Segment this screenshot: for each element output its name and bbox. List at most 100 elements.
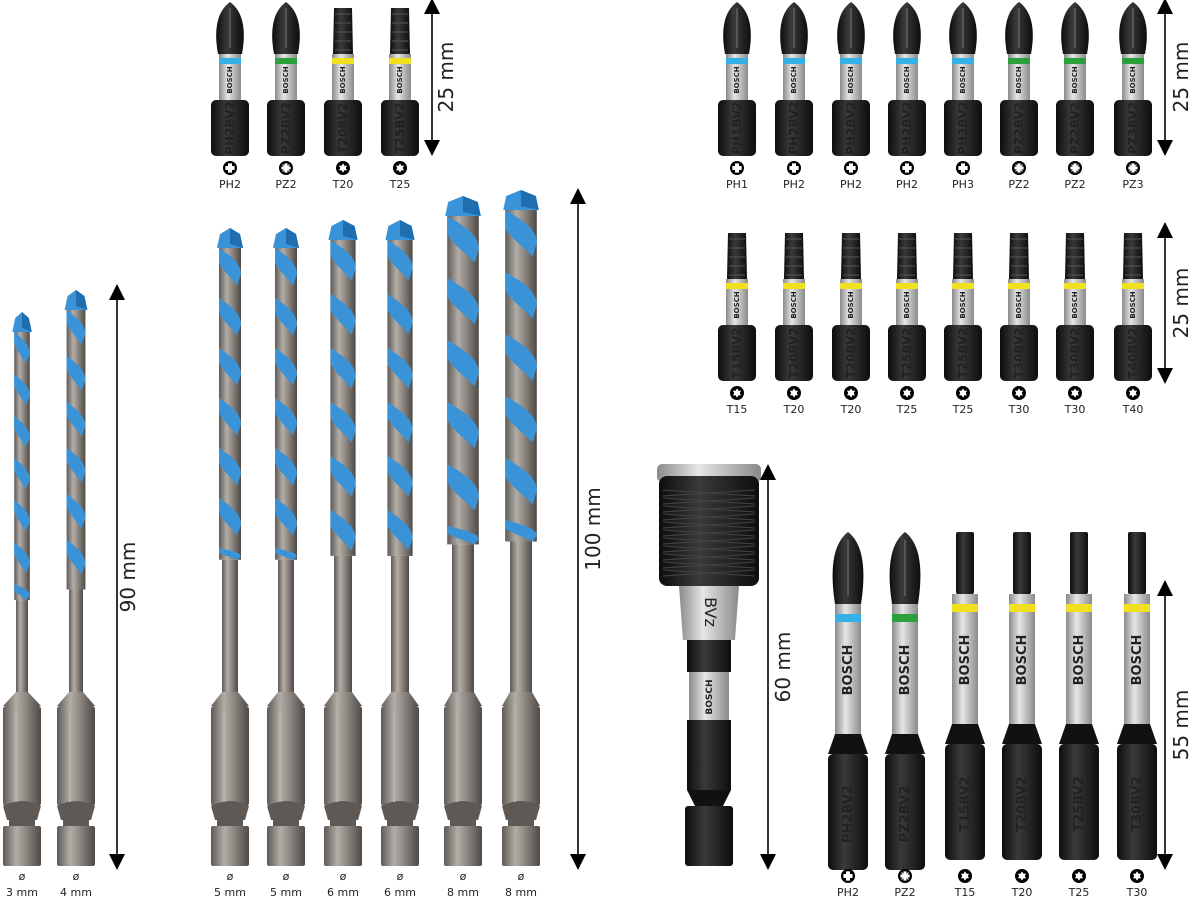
bit-brand-label: BOSCH (339, 66, 347, 93)
drill-bit-large-1 (267, 228, 305, 866)
drill-bit-small-1 (57, 290, 95, 866)
bit-code-engraving: PH2BV2 (841, 785, 856, 843)
torx-icon (1015, 869, 1029, 883)
bit-code-engraving: T20BV2 (336, 102, 350, 153)
bit-code-engraving: T15BV2 (958, 776, 973, 831)
drill-large-4-dia-symbol: ø (460, 870, 467, 883)
dim-100mm-label: 100 mm (581, 487, 605, 571)
bit-code-label: PH2 (837, 886, 859, 899)
bit-brand-label: BOSCH (1130, 635, 1145, 686)
torx-icon (900, 386, 914, 400)
drill-bit-large-5 (502, 190, 540, 866)
bit-brand-label: BOSCH (1071, 66, 1079, 93)
bit-brand-label: BOSCH (898, 645, 913, 696)
bit-brand-label: BOSCH (1072, 635, 1087, 686)
bit-code-label: PH3 (952, 178, 974, 191)
dim-90mm-label: 90 mm (116, 542, 140, 613)
dim-60mm-label: 60 mm (771, 632, 795, 703)
bit-code-engraving: PZ2BV2 (279, 102, 293, 154)
bit-brand-label: BOSCH (1015, 66, 1023, 93)
drill-small-0-dia-label: 3 mm (6, 886, 38, 899)
bit-code-label: T25 (389, 178, 411, 191)
bit-brand-label: BOSCH (226, 66, 234, 93)
drill-bit-large-3 (381, 220, 419, 866)
bit-code-label: PH2 (840, 178, 862, 191)
bit-brand-label: BOSCH (790, 66, 798, 93)
drill-large-0-dia-label: 5 mm (214, 886, 246, 899)
screwdriver-bits-group: BOSCHPH2BV2PH2BOSCHPZ2BV2PZ2BOSCHT20BV2T… (211, 2, 1157, 899)
bit-brand-label: BOSCH (733, 291, 741, 318)
pozidriv-icon (1126, 161, 1140, 175)
drill-large-4-dia-label: 8 mm (447, 886, 479, 899)
drill-small-1-dia-label: 4 mm (60, 886, 92, 899)
bit-code-engraving: PZ3BV2 (1126, 102, 1140, 154)
dim-90mm: 90 mm (109, 284, 140, 870)
bit-brand-label: BOSCH (903, 66, 911, 93)
bit-code-label: PZ2 (275, 178, 296, 191)
drill-small-1-dia-symbol: ø (73, 870, 80, 883)
bit-code-engraving: T25BV2 (393, 102, 407, 153)
bit-code-label: PZ3 (1122, 178, 1143, 191)
torx-icon (1068, 386, 1082, 400)
drill-large-2-dia-label: 6 mm (327, 886, 359, 899)
dim-25mm-torx: 25 mm (1157, 222, 1193, 384)
bit-code-label: T20 (840, 403, 862, 416)
dim-25mm-top-right: 25 mm (1157, 0, 1193, 156)
torx-icon (1126, 386, 1140, 400)
torx-icon (393, 161, 407, 175)
dim-100mm: 100 mm (570, 188, 605, 870)
bit-code-engraving: T15BV2 (730, 327, 744, 378)
dim-60mm: 60 mm (760, 464, 795, 870)
bit-code-engraving: T25BV2 (956, 327, 970, 378)
bit-brand-label: BOSCH (790, 291, 798, 318)
torx-icon (844, 386, 858, 400)
phillips-icon (956, 161, 970, 175)
bit-code-label: PZ2 (1064, 178, 1085, 191)
drill-large-3-dia-label: 6 mm (384, 886, 416, 899)
holder-engraving: BVz (701, 597, 720, 627)
dim-55mm: 55 mm (1157, 580, 1193, 870)
bit-code-label: PZ2 (894, 886, 915, 899)
torx-icon (958, 869, 972, 883)
drill-bit-large-4 (444, 196, 482, 866)
bit-code-engraving: T20BV2 (787, 327, 801, 378)
bit-code-label: T25 (1068, 886, 1090, 899)
bit-code-label: T30 (1064, 403, 1086, 416)
drill-large-0-dia-symbol: ø (227, 870, 234, 883)
bit-code-engraving: PZ2BV2 (1068, 102, 1082, 154)
bit-brand-label: BOSCH (396, 66, 404, 93)
drill-bit-large-2 (324, 220, 362, 866)
bit-code-engraving: T40BV2 (1126, 327, 1140, 378)
bit-code-label: PH2 (219, 178, 241, 191)
bit-code-engraving: PZ2BV2 (1012, 102, 1026, 154)
pozidriv-icon (279, 161, 293, 175)
bit-code-engraving: PH2BV2 (844, 101, 858, 154)
bit-brand-label: BOSCH (841, 645, 856, 696)
phillips-icon (900, 161, 914, 175)
phillips-icon (223, 161, 237, 175)
drill-large-3-dia-symbol: ø (397, 870, 404, 883)
phillips-icon (787, 161, 801, 175)
bit-code-label: T30 (1008, 403, 1030, 416)
bit-brand-label: BOSCH (282, 66, 290, 93)
bit-code-label: T30 (1126, 886, 1148, 899)
holder-brand-label: BOSCH (705, 679, 715, 714)
bit-code-label: T20 (332, 178, 354, 191)
dim-25mm-torx-label: 25 mm (1169, 268, 1193, 339)
